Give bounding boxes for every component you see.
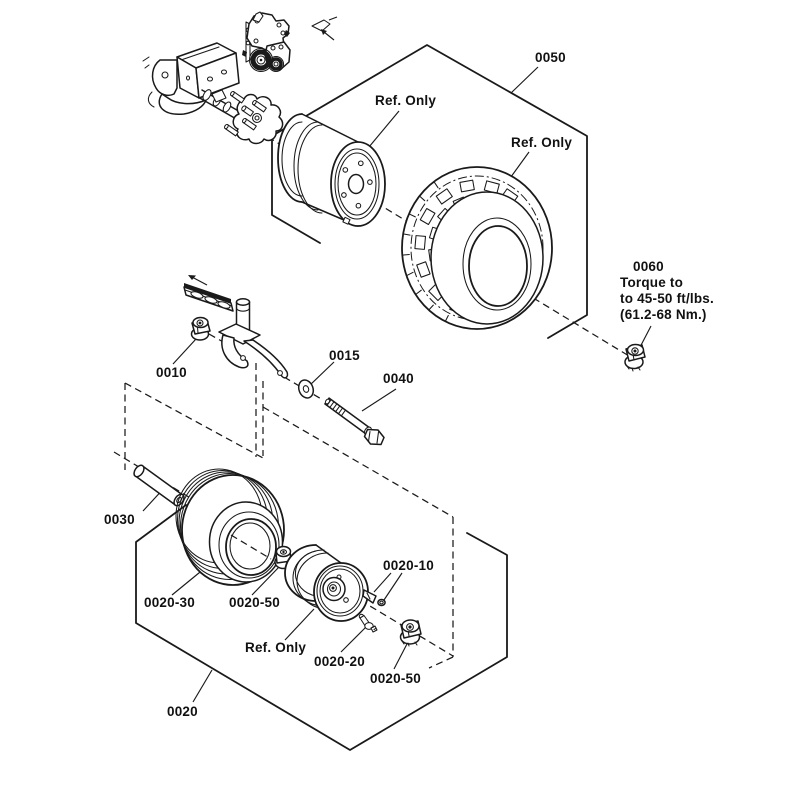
label-ref-only-top-rim: Ref. Only xyxy=(375,93,437,108)
callout-0020-10: 0020-10 xyxy=(383,558,434,573)
torque-note-line2: to 45-50 ft/lbs. xyxy=(620,291,714,306)
label-ref-only-lower-rim: Ref. Only xyxy=(245,640,307,655)
callout-0020-50-left: 0020-50 xyxy=(229,595,280,610)
spacer-0030 xyxy=(133,464,185,507)
valve-stem-0020-10 xyxy=(362,589,386,607)
torque-note-line3: (61.2-68 Nm.) xyxy=(620,307,707,322)
frame-rail xyxy=(183,275,234,312)
callout-0040: 0040 xyxy=(383,371,414,386)
tread-edge-ticks xyxy=(401,181,449,322)
callout-0020-50-right: 0020-50 xyxy=(370,671,421,686)
tire-top-ref-only xyxy=(401,166,553,330)
rim-lower-ref-only xyxy=(284,544,369,622)
callout-0020: 0020 xyxy=(167,704,198,719)
tire-0020-30 xyxy=(175,468,285,586)
flange-nut-0060 xyxy=(624,343,646,372)
bolt-threads xyxy=(326,399,347,417)
callout-0015: 0015 xyxy=(329,348,360,363)
label-ref-only-top-tire: Ref. Only xyxy=(511,135,573,150)
assembly-outline-0020 xyxy=(135,504,508,751)
washer-0015 xyxy=(297,379,315,399)
grease-fitting-0020-20 xyxy=(358,613,378,633)
rim-top-ref-only xyxy=(277,113,386,227)
callout-0020-30: 0020-30 xyxy=(144,595,195,610)
top-axle-assembly xyxy=(142,11,338,145)
torque-note-line1: Torque to xyxy=(620,275,684,290)
callout-0020-20: 0020-20 xyxy=(314,654,365,669)
callout-0030: 0030 xyxy=(104,512,135,527)
callout-0060-torque-note: 0060 Torque to to 45-50 ft/lbs. (61.2-68… xyxy=(620,259,714,323)
flange-nut-0010 xyxy=(190,316,211,341)
callout-0010: 0010 xyxy=(156,365,187,380)
bolt-0040 xyxy=(324,397,385,446)
caster-arm xyxy=(218,298,289,379)
callout-0050: 0050 xyxy=(535,50,566,65)
flange-nut-0020-50-right xyxy=(399,619,422,647)
callout-0060: 0060 xyxy=(633,259,664,274)
assembly-outline-0050 xyxy=(271,44,588,339)
